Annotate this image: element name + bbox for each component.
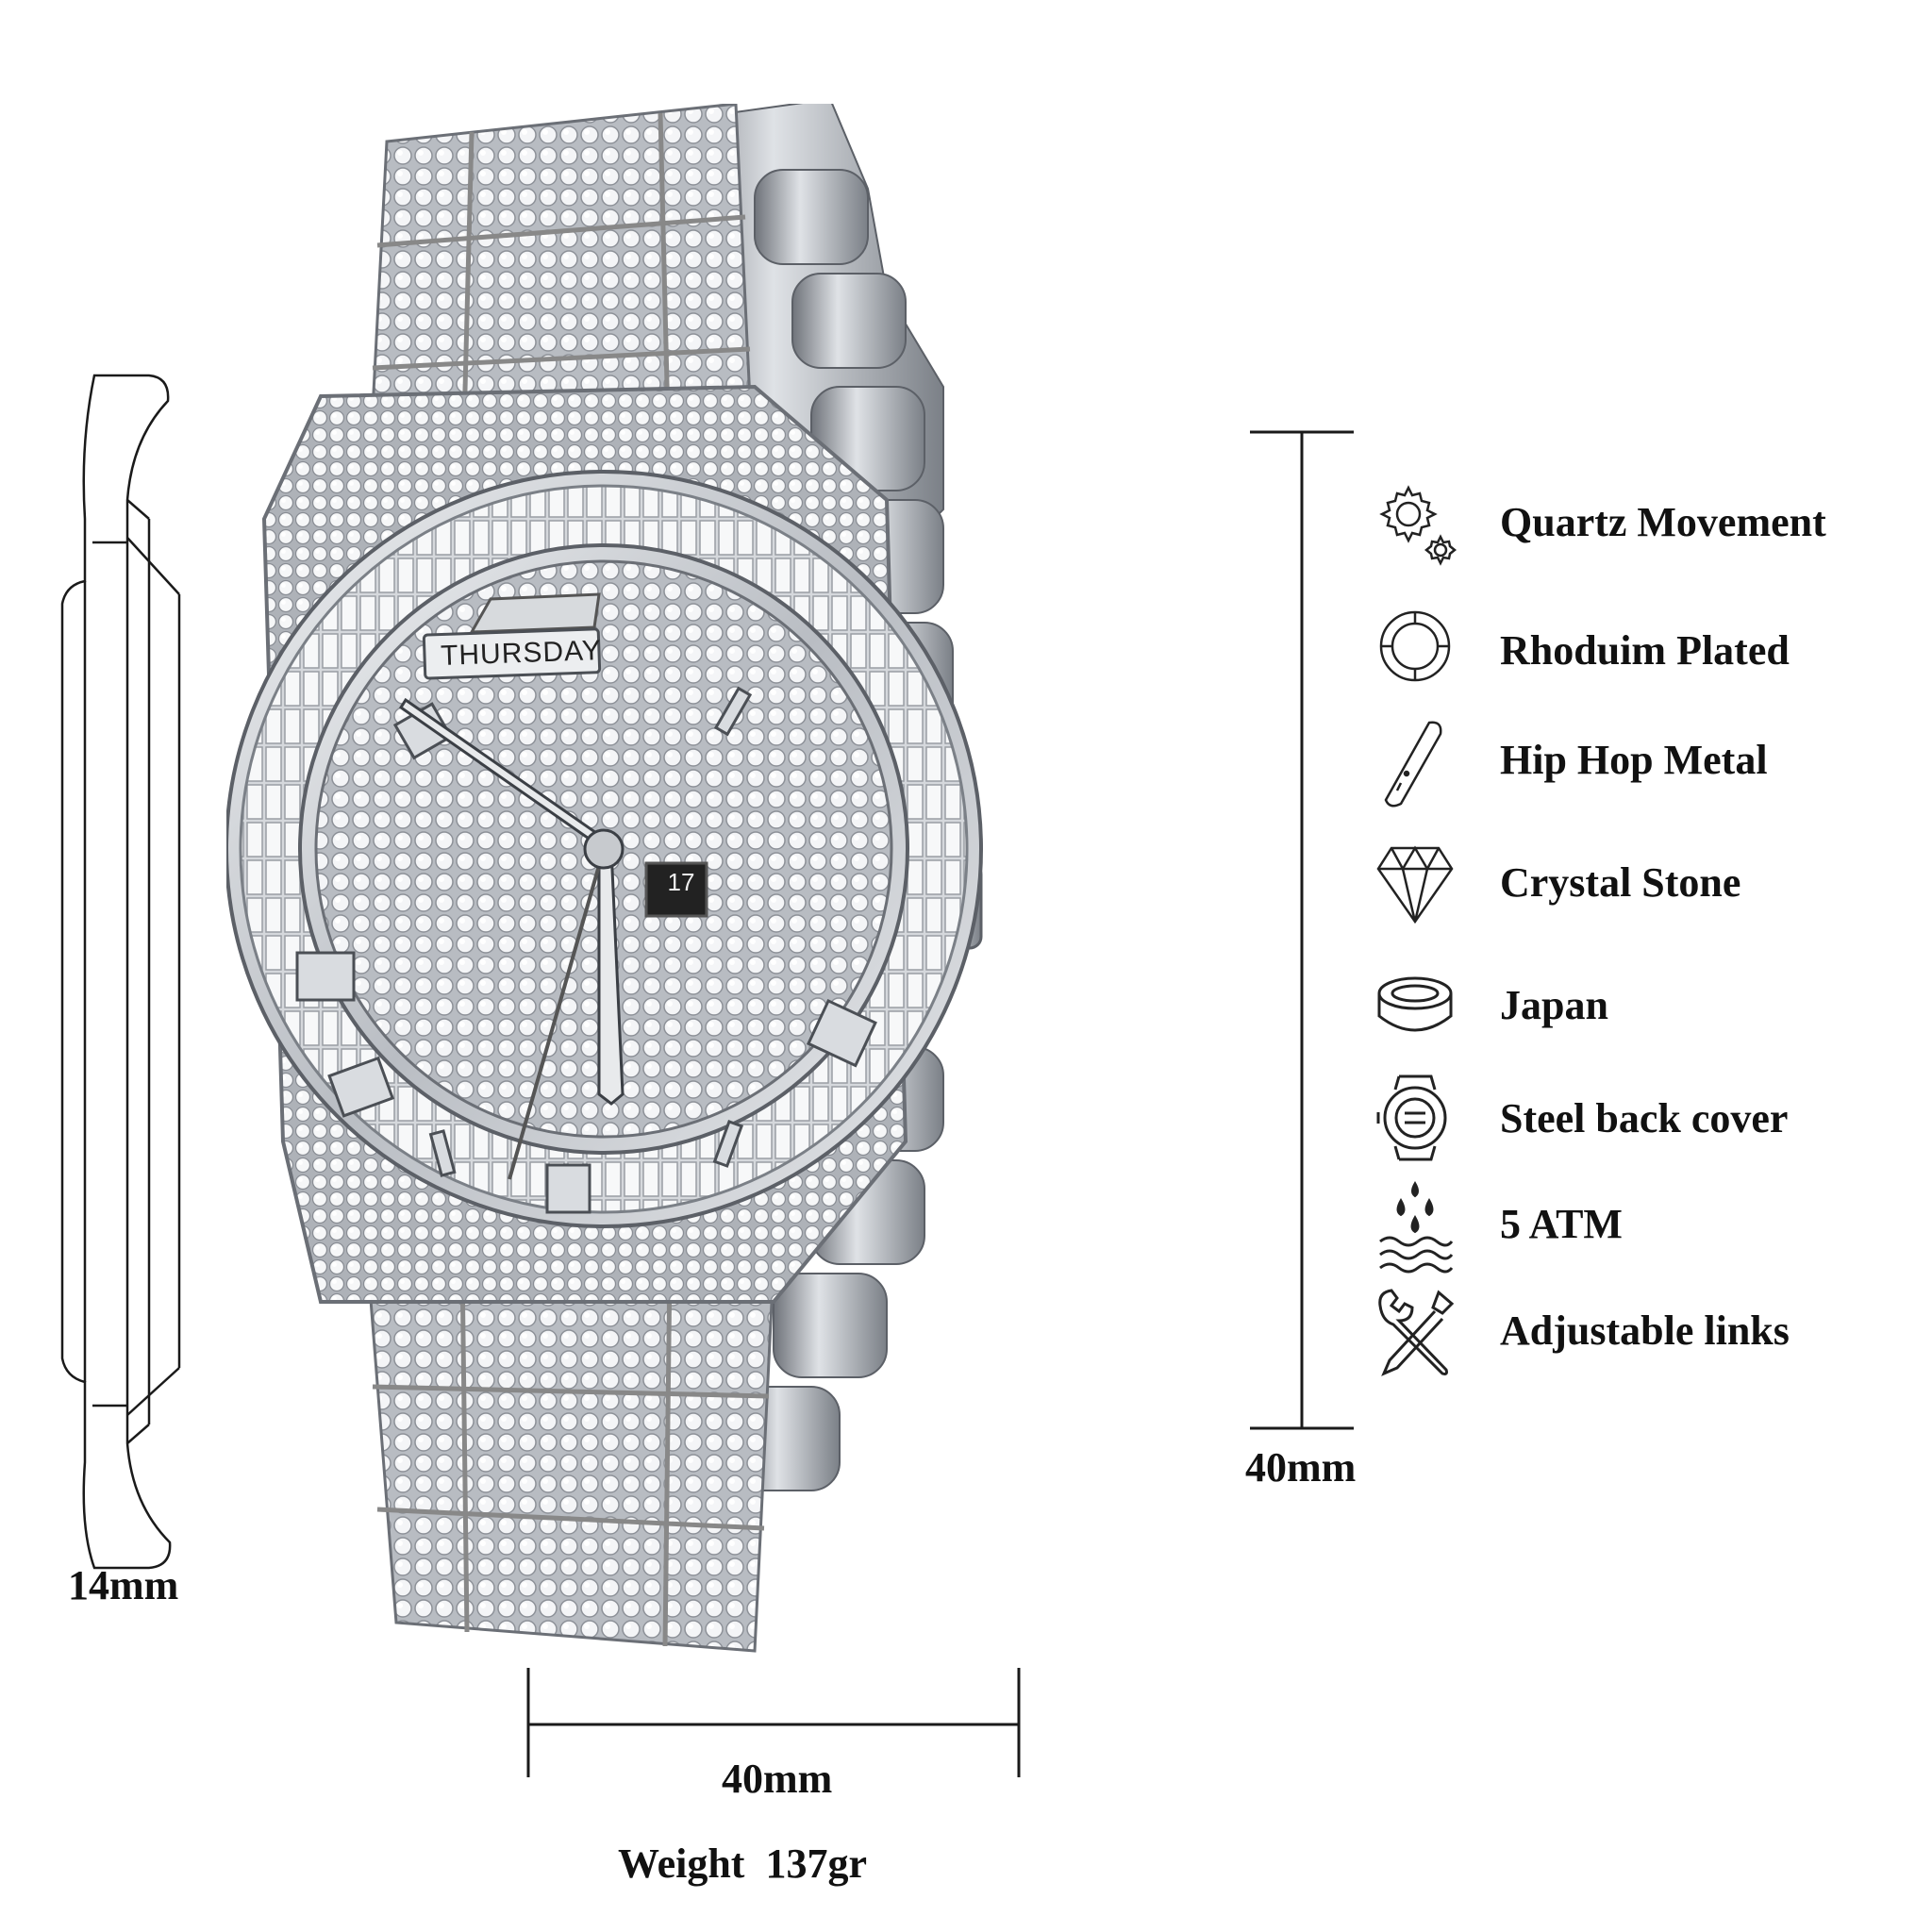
watch-hands (398, 697, 625, 1180)
width-dimension-line (526, 1668, 1021, 1777)
tools-icon (1378, 1289, 1455, 1376)
hour-markers (295, 686, 877, 1214)
day-window (422, 592, 602, 680)
weight-label: Weight 137gr (618, 1840, 867, 1887)
water-drops-icon (1379, 1181, 1454, 1274)
feature-label-crystal: Crystal Stone (1500, 859, 1741, 906)
watch-back-icon (1376, 1074, 1447, 1161)
feature-label-links: Adjustable links (1500, 1307, 1790, 1354)
feature-label-metal: Hip Hop Metal (1500, 737, 1768, 783)
gears-icon (1379, 485, 1457, 566)
feature-label-steel: Steel back cover (1500, 1095, 1789, 1141)
watch-illustration (226, 104, 983, 1653)
day-window-text: THURSDAY (440, 635, 603, 672)
height-dimension-line (1250, 430, 1354, 1430)
plating-icon (1379, 610, 1451, 682)
feature-label-plated: Rhoduim Plated (1500, 627, 1790, 674)
thickness-label: 14mm (68, 1562, 179, 1608)
date-window-text: 17 (667, 868, 695, 896)
metal-bar-icon (1384, 721, 1442, 808)
height-label: 40mm (1245, 1444, 1357, 1491)
watch-side-profile (60, 374, 181, 1570)
feature-label-japan: Japan (1500, 982, 1608, 1028)
feature-label-atm: 5 ATM (1500, 1201, 1623, 1247)
battery-icon (1377, 976, 1453, 1032)
date-window (644, 861, 708, 918)
width-label: 40mm (722, 1756, 833, 1802)
bracelet-bottom (366, 1262, 775, 1653)
diamond-icon (1376, 845, 1454, 924)
feature-label-quartz: Quartz Movement (1500, 499, 1826, 545)
